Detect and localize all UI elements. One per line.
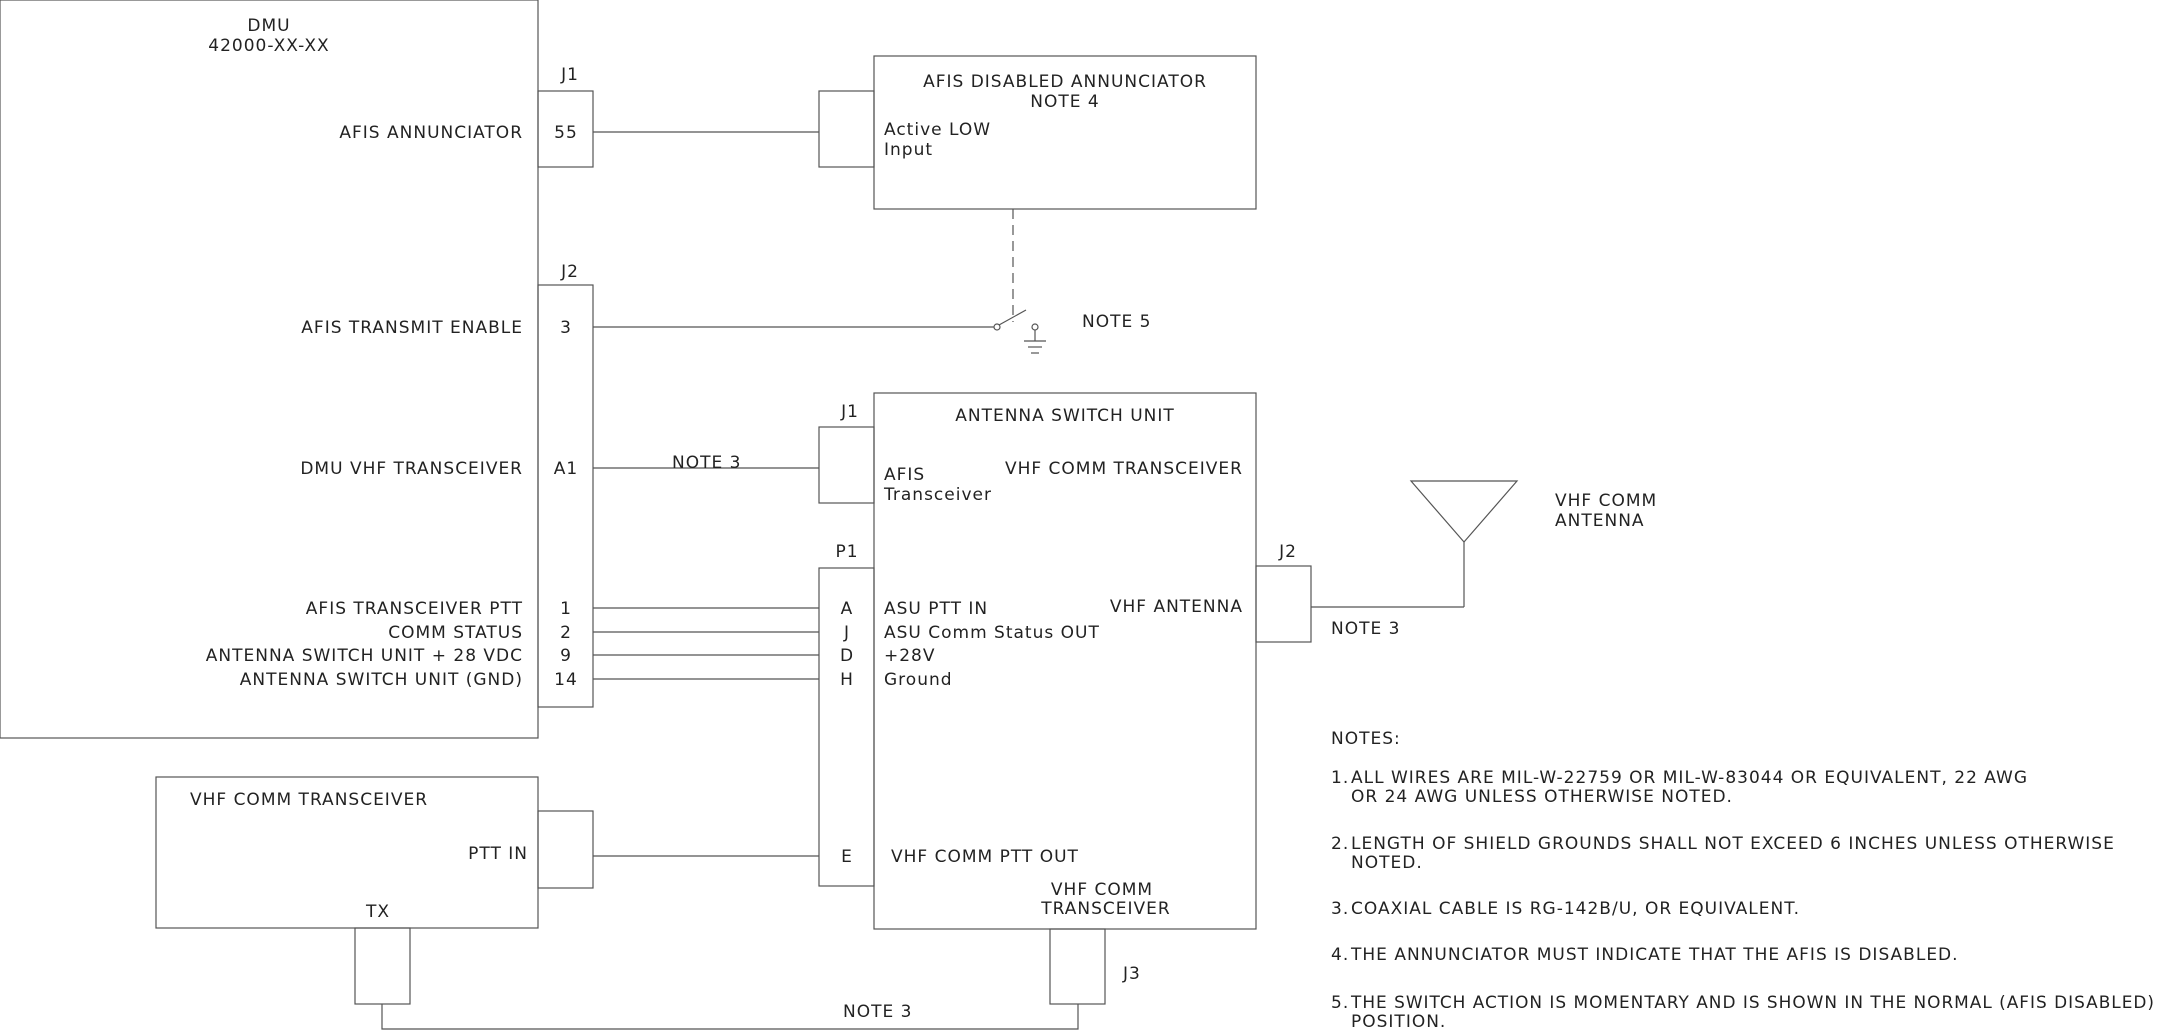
wire-note-coax-bottom: NOTE 3 [843, 1002, 912, 1022]
switch-contact-right [1031, 323, 1039, 331]
note-4-line1: THE ANNUNCIATOR MUST INDICATE THAT THE A… [1350, 945, 1959, 965]
asu-p1-label: P1 [835, 542, 858, 562]
antenna-switch-unit: ANTENNA SWITCH UNIT J1 AFIS Transceiver … [818, 392, 1312, 1005]
asu-j3-box [1049, 928, 1106, 1005]
vhf-comm-transceiver-unit: VHF COMM TRANSCEIVER PTT IN TX [155, 776, 594, 1005]
dmu-j1-pin-55: 55 [554, 123, 578, 143]
vhf-transceiver-ptt-in: PTT IN [468, 844, 528, 864]
dmu-signal-comm-status: COMM STATUS [388, 623, 523, 643]
asu-vhf-comm-line2: TRANSCEIVER [1040, 899, 1170, 919]
dmu-signal-afis-annunciator: AFIS ANNUNCIATOR [339, 123, 523, 143]
vhf-transceiver-tx-connector [354, 927, 411, 1005]
note-1-line2: OR 24 AWG UNLESS OTHERWISE NOTED. [1351, 787, 1733, 807]
antenna-label-line2: ANTENNA [1555, 511, 1645, 531]
asu-p1-pin-a: A [841, 599, 854, 619]
switch-blade [998, 309, 1027, 326]
note-3-number: 3. [1331, 899, 1349, 919]
afis-transmit-switch: NOTE 5 [593, 309, 1151, 354]
wire-note-coax-antenna: NOTE 3 [1331, 619, 1400, 639]
note-5-line1: THE SWITCH ACTION IS MOMENTARY AND IS SH… [1350, 993, 2155, 1013]
dmu-signal-asu-gnd: ANTENNA SWITCH UNIT (GND) [240, 670, 523, 690]
dmu-title: DMU [247, 16, 290, 36]
dmu-j2-pin-3: 3 [560, 318, 572, 338]
annunciator-input-line2: Input [884, 140, 933, 160]
asu-ptt-in: ASU PTT IN [884, 599, 988, 619]
asu-j1-box [818, 426, 875, 504]
annunciator-input-line1: Active LOW [884, 120, 991, 140]
dmu-j2-pin-14: 14 [554, 670, 578, 690]
vhf-comm-antenna: VHF COMM ANTENNA NOTE 3 [1311, 480, 1657, 639]
vhf-transceiver-ptt-connector [537, 810, 594, 889]
asu-afis-line1: AFIS [884, 465, 925, 485]
dmu-j2-label: J2 [560, 262, 579, 282]
annunciator-note: NOTE 4 [1030, 92, 1099, 112]
asu-ground: Ground [884, 670, 953, 690]
asu-j2-label: J2 [1278, 542, 1297, 562]
dmu-j2-pin-9: 9 [560, 646, 572, 666]
asu-p1-pin-h: H [840, 670, 854, 690]
dmu-signal-afis-transceiver-ptt: AFIS TRANSCEIVER PTT [306, 599, 523, 619]
dmu-j1-box [537, 90, 594, 168]
dmu-j2-pin-a1: A1 [554, 459, 578, 479]
annunciator-title: AFIS DISABLED ANNUNCIATOR [923, 72, 1207, 92]
dmu-j1-connector: J1 55 [537, 65, 594, 168]
dmu-j2-pin-2: 2 [560, 623, 572, 643]
notes-section: NOTES: 1. ALL WIRES ARE MIL-W-22759 OR M… [1331, 729, 2155, 1031]
notes-heading: NOTES: [1331, 729, 1401, 749]
vhf-transceiver-tx-label: TX [365, 902, 390, 922]
asu-comm-status-out: ASU Comm Status OUT [884, 623, 1100, 643]
switch-note: NOTE 5 [1082, 312, 1151, 332]
asu-p1-box [818, 567, 875, 887]
wire-bottom-coax [381, 1004, 1079, 1030]
asu-plus28v: +28V [884, 646, 936, 666]
note-2-number: 2. [1331, 834, 1349, 854]
asu-j1-label: J1 [840, 402, 859, 422]
note-1-number: 1. [1331, 768, 1349, 788]
antenna-symbol [1409, 480, 1519, 543]
switch-contact-left [993, 323, 1001, 331]
asu-p1-pin-e: E [841, 847, 853, 867]
dmu-signal-asu-28vdc: ANTENNA SWITCH UNIT + 28 VDC [206, 646, 523, 666]
note-4-number: 4. [1331, 945, 1349, 965]
dmu-signal-dmu-vhf-transceiver: DMU VHF TRANSCEIVER [300, 459, 523, 479]
asu-vhf-comm-transceiver: VHF COMM TRANSCEIVER [1005, 459, 1243, 479]
wire-note-coax-dmu: NOTE 3 [672, 453, 741, 473]
note-5-number: 5. [1331, 993, 1349, 1013]
note-3-line1: COAXIAL CABLE IS RG-142B/U, OR EQUIVALEN… [1351, 899, 1800, 919]
asu-j3-label: J3 [1122, 964, 1141, 984]
note-5-line2: POSITION. [1351, 1012, 1446, 1031]
dmu-unit: DMU 42000-XX-XX AFIS ANNUNCIATOR AFIS TR… [0, 0, 539, 739]
dmu-j2-connector: J2 3 A1 1 2 9 14 [537, 262, 594, 708]
dmu-j2-pin-1: 1 [560, 599, 572, 619]
annunciator-unit: AFIS DISABLED ANNUNCIATOR NOTE 4 Active … [818, 55, 1257, 210]
asu-vhf-comm-line1: VHF COMM [1051, 880, 1153, 900]
asu-p1-pin-j: J [843, 623, 850, 643]
note-1-line1: ALL WIRES ARE MIL-W-22759 OR MIL-W-83044… [1351, 768, 2028, 788]
asu-vhf-comm-ptt-out: VHF COMM PTT OUT [891, 847, 1079, 867]
dmu-j2-box [537, 284, 594, 708]
asu-title: ANTENNA SWITCH UNIT [955, 406, 1175, 426]
antenna-label-line1: VHF COMM [1555, 491, 1657, 511]
vhf-transceiver-title: VHF COMM TRANSCEIVER [190, 790, 428, 810]
asu-vhf-antenna: VHF ANTENNA [1110, 597, 1243, 617]
asu-afis-line2: Transceiver [883, 485, 992, 505]
dmu-part-number: 42000-XX-XX [208, 36, 329, 56]
asu-j2-box [1255, 565, 1312, 643]
note-2-line1: LENGTH OF SHIELD GROUNDS SHALL NOT EXCEE… [1351, 834, 2115, 854]
dmu-j1-label: J1 [560, 65, 579, 85]
note-2-line2: NOTED. [1351, 853, 1423, 873]
annunciator-connector [818, 90, 875, 168]
asu-p1-pin-d: D [840, 646, 854, 666]
dmu-signal-afis-transmit-enable: AFIS TRANSMIT ENABLE [301, 318, 523, 338]
